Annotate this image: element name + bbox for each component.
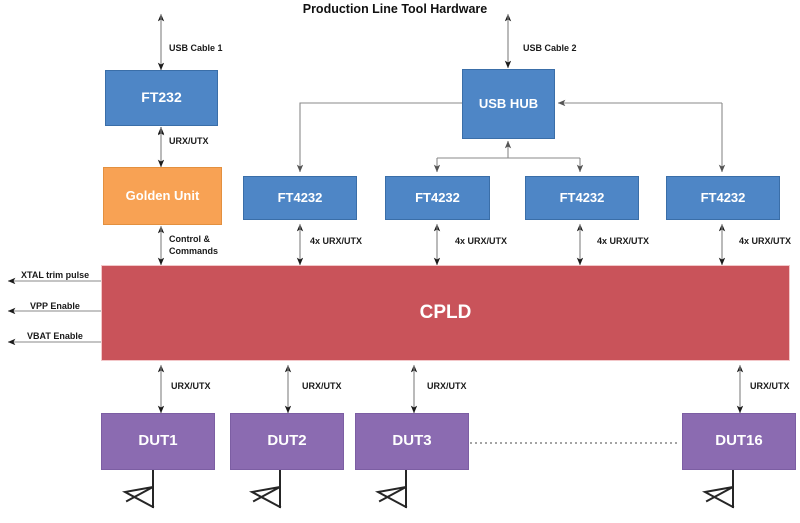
block-ft4232-2[interactable]: FT4232 (385, 176, 490, 220)
edge-label-usb-cable-1: USB Cable 1 (169, 43, 223, 53)
edge-label-urx-utx-dut16: URX/UTX (750, 381, 790, 391)
block-dut2[interactable]: DUT2 (230, 413, 344, 470)
block-dut1-label: DUT1 (138, 432, 178, 450)
block-ft232[interactable]: FT232 (105, 70, 218, 126)
block-ft4232-4[interactable]: FT4232 (666, 176, 780, 220)
block-dut3-label: DUT3 (392, 432, 432, 450)
block-dut16[interactable]: DUT16 (682, 413, 796, 470)
block-ft4232-3-label: FT4232 (559, 189, 605, 205)
block-ft4232-1[interactable]: FT4232 (243, 176, 357, 220)
edge-label-xtal-trim-pulse: XTAL trim pulse (21, 270, 90, 280)
edge-label-4x-urx-utx-3: 4x URX/UTX (597, 236, 650, 246)
block-cpld[interactable]: CPLD (101, 265, 790, 361)
edge-label-urx-utx-dut1: URX/UTX (171, 381, 211, 391)
block-ft4232-2-label: FT4232 (415, 189, 460, 205)
edge-label-vbat-enable: VBAT Enable (27, 331, 83, 341)
block-golden-unit[interactable]: Golden Unit (103, 167, 222, 225)
block-dut3[interactable]: DUT3 (355, 413, 469, 470)
block-usb-hub-label: USB HUB (478, 95, 539, 111)
block-cpld-label: CPLD (419, 301, 472, 323)
page-title: Production Line Tool Hardware (302, 2, 488, 16)
block-usb-hub[interactable]: USB HUB (462, 69, 555, 139)
block-ft4232-3[interactable]: FT4232 (525, 176, 639, 220)
edge-label-urx-utx-golden: URX/UTX (169, 136, 209, 146)
block-golden-unit-label: Golden Unit (125, 187, 200, 203)
edge-label-4x-urx-utx-1: 4x URX/UTX (310, 236, 363, 246)
block-dut16-label: DUT16 (715, 432, 763, 450)
block-ft4232-4-label: FT4232 (700, 189, 746, 205)
block-ft4232-1-label: FT4232 (277, 189, 323, 205)
edge-label-4x-urx-utx-2: 4x URX/UTX (455, 236, 508, 246)
edge-label-vpp-enable: VPP Enable (30, 301, 80, 311)
edge-label-4x-urx-utx-4: 4x URX/UTX (739, 236, 792, 246)
edge-label-control-commands-line2: Commands (169, 246, 219, 256)
block-ft232-label: FT232 (141, 89, 182, 106)
block-dut1[interactable]: DUT1 (101, 413, 215, 470)
edge-label-urx-utx-dut3: URX/UTX (427, 381, 467, 391)
edge-label-control-commands-line1: Control & (169, 234, 210, 244)
edge-label-urx-utx-dut2: URX/UTX (302, 381, 342, 391)
block-dut2-label: DUT2 (267, 432, 307, 450)
edge-label-usb-cable-2: USB Cable 2 (523, 43, 577, 53)
